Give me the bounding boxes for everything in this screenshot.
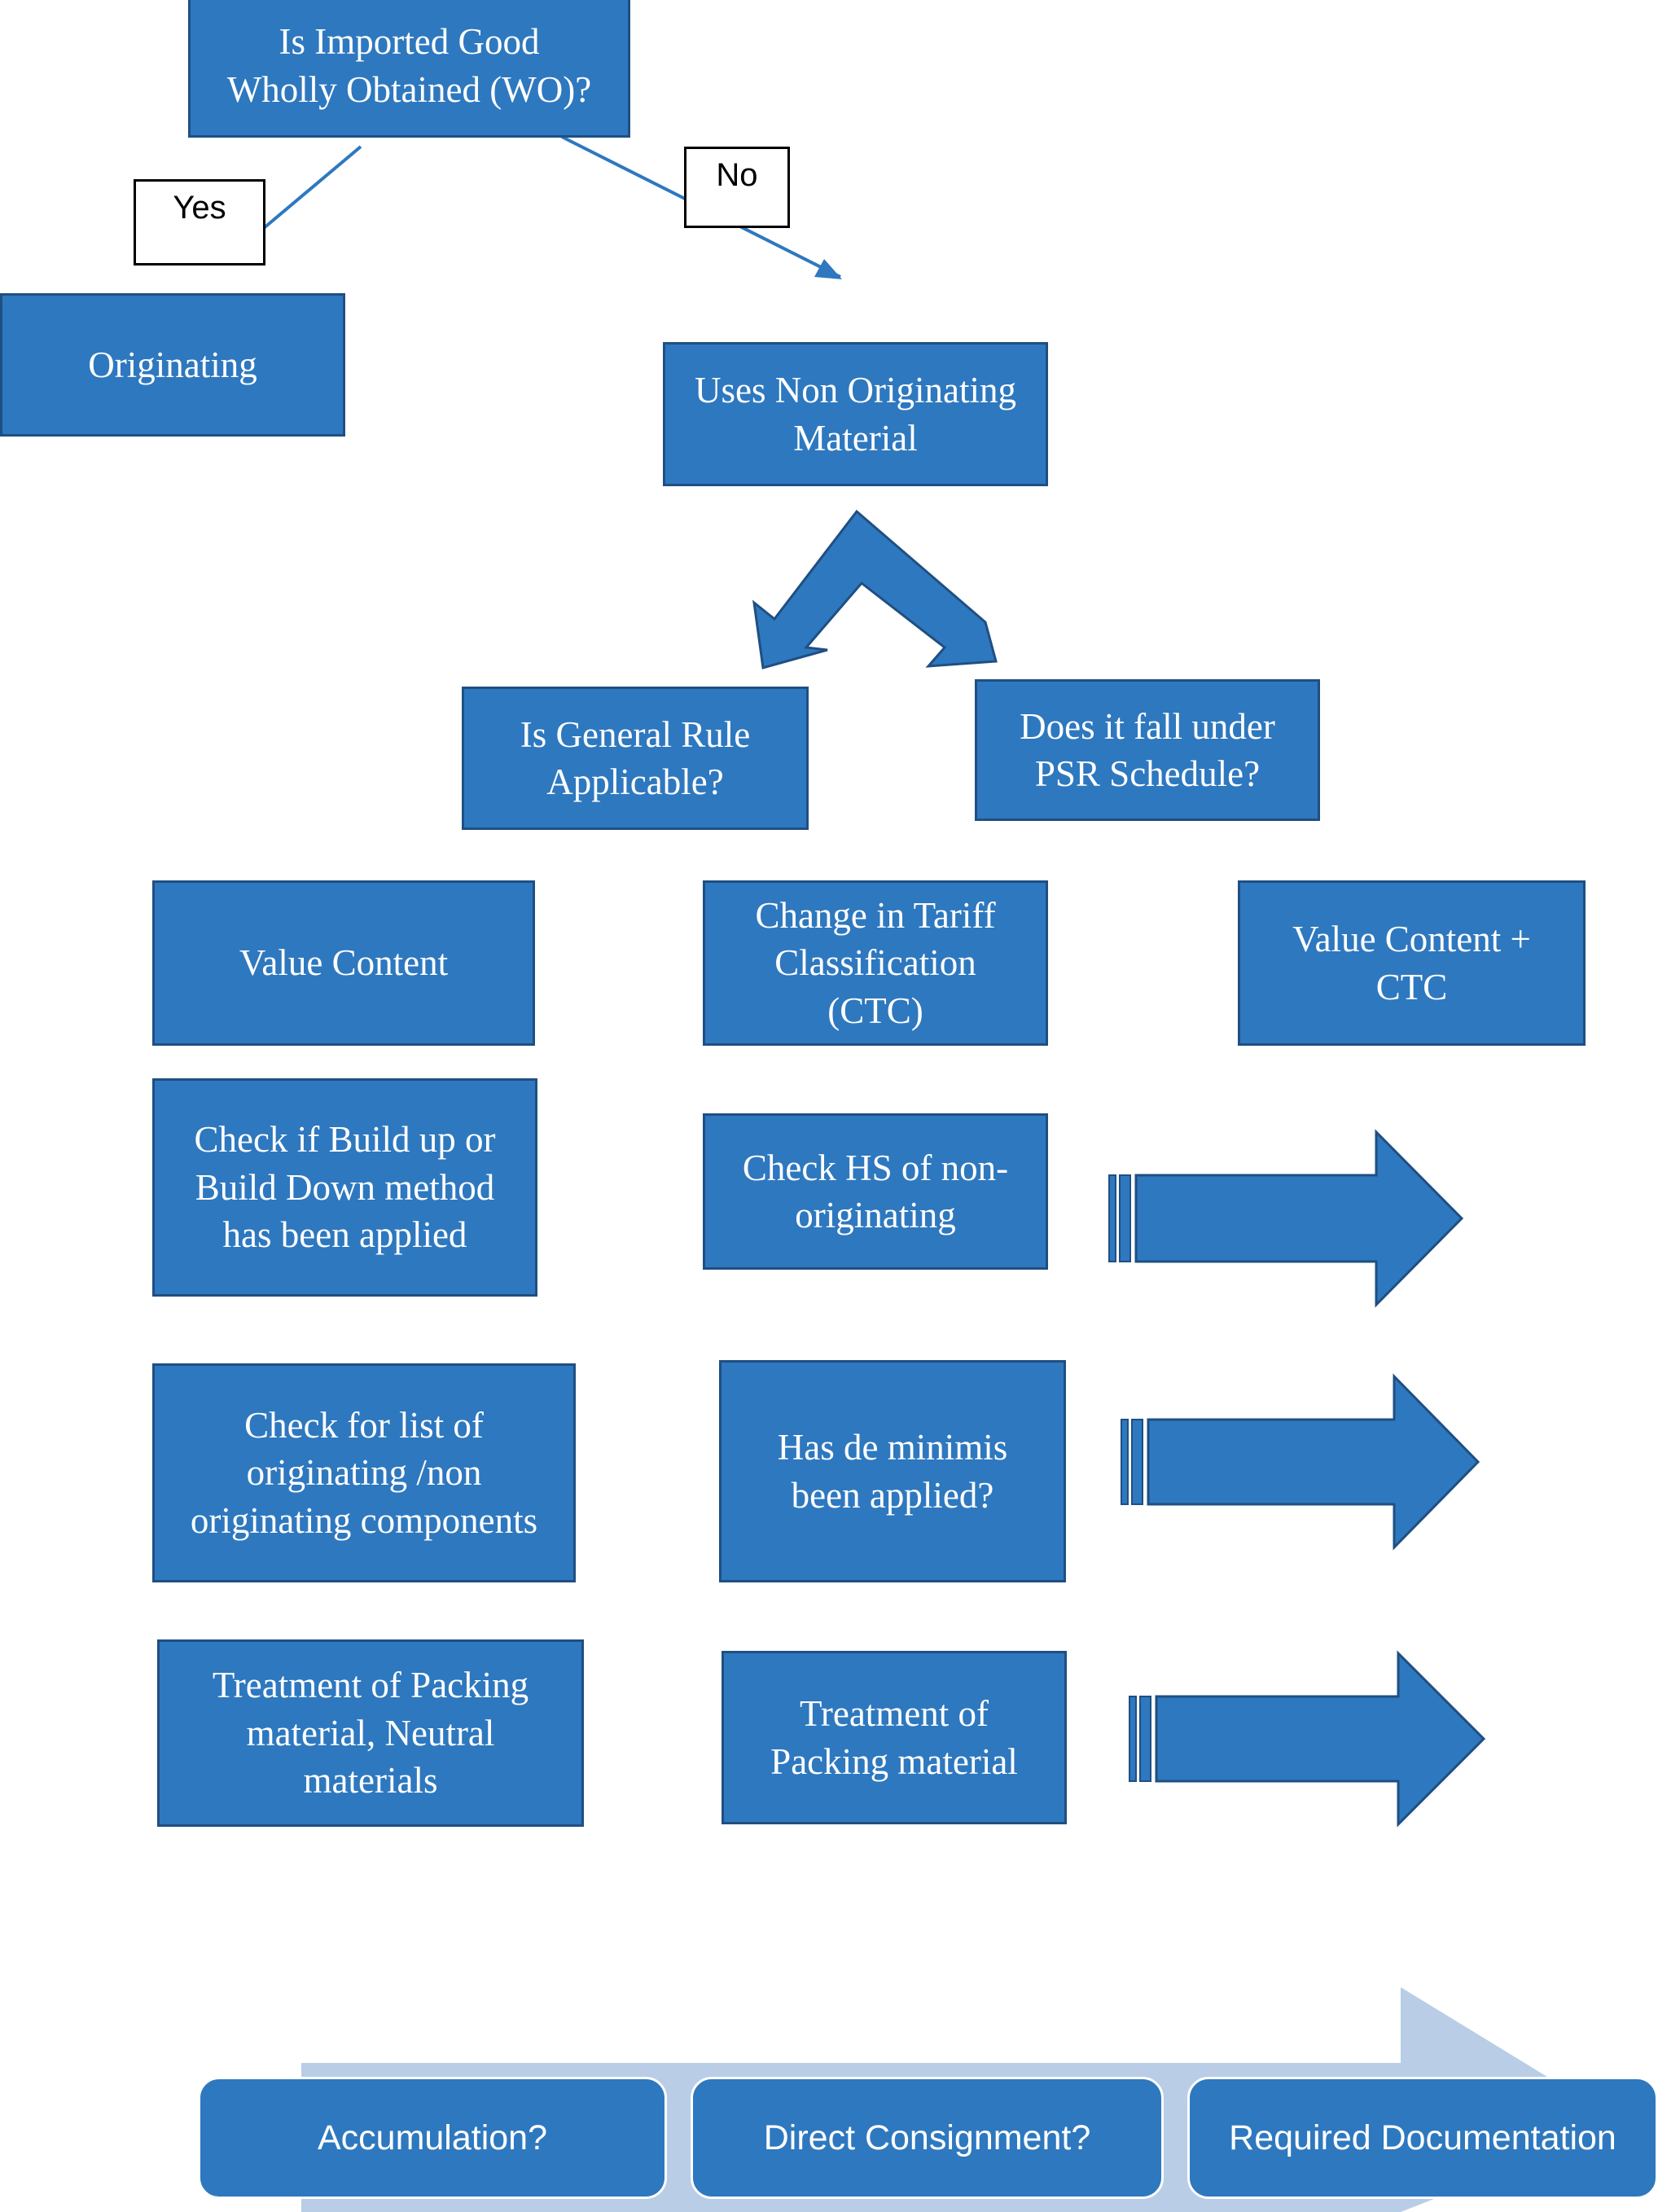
build-up-down-text: Check if Build up or Build Down method h… [194, 1119, 496, 1256]
uses-non-originating-text: Uses Non Originating Material [695, 370, 1016, 459]
block-arrow-1-icon [1108, 1129, 1464, 1308]
process-step-accumulation: Accumulation? [198, 2077, 667, 2199]
process-step-required-documentation: Required Documentation [1187, 2077, 1658, 2199]
block-arrow-3-icon [1129, 1650, 1486, 1828]
de-minimis-box: Has de minimis been applied? [719, 1360, 1066, 1582]
process-step-accumulation-text: Accumulation? [317, 2118, 548, 2157]
no-label: No [684, 147, 790, 228]
yes-label-text: Yes [173, 190, 226, 226]
process-step-direct-consignment: Direct Consignment? [691, 2077, 1164, 2199]
value-content-ctc-box: Value Content + CTC [1238, 880, 1586, 1046]
check-hs-box: Check HS of non- originating [703, 1113, 1048, 1270]
general-rule-text: Is General Rule Applicable? [520, 713, 751, 803]
no-label-text: No [716, 157, 758, 193]
originating-components-text: Check for list of originating /non origi… [190, 1404, 538, 1541]
no-connector-arrowhead-icon [814, 259, 842, 279]
packing-neutral-text: Treatment of Packing material, Neutral m… [212, 1665, 529, 1802]
originating-components-box: Check for list of originating /non origi… [152, 1363, 576, 1582]
value-content-text: Value Content [239, 942, 449, 984]
build-up-down-box: Check if Build up or Build Down method h… [152, 1078, 537, 1297]
wholly-obtained-box: Is Imported Good Wholly Obtained (WO)? [188, 0, 630, 138]
value-content-ctc-text: Value Content + CTC [1292, 919, 1531, 1007]
ctc-box: Change in Tariff Classification (CTC) [703, 880, 1048, 1046]
process-step-required-documentation-text: Required Documentation [1229, 2118, 1616, 2157]
packing-neutral-box: Treatment of Packing material, Neutral m… [157, 1639, 584, 1827]
ctc-text: Change in Tariff Classification (CTC) [755, 894, 996, 1031]
originating-text: Originating [88, 344, 257, 385]
process-step-direct-consignment-text: Direct Consignment? [763, 2118, 1091, 2157]
yes-label: Yes [134, 179, 265, 266]
value-content-box: Value Content [152, 880, 535, 1046]
split-arrow-icon [752, 509, 998, 669]
psr-schedule-text: Does it fall under PSR Schedule? [1020, 705, 1275, 795]
uses-non-originating-box: Uses Non Originating Material [663, 342, 1048, 486]
de-minimis-text: Has de minimis been applied? [777, 1427, 1008, 1516]
psr-schedule-box: Does it fall under PSR Schedule? [975, 679, 1320, 821]
packing-material-box: Treatment of Packing material [722, 1651, 1067, 1824]
wholly-obtained-text: Is Imported Good Wholly Obtained (WO)? [226, 21, 592, 110]
general-rule-box: Is General Rule Applicable? [462, 687, 809, 830]
check-hs-text: Check HS of non- originating [742, 1147, 1009, 1236]
yes-connector [262, 145, 362, 230]
packing-material-text: Treatment of Packing material [770, 1693, 1018, 1782]
originating-box: Originating [0, 293, 345, 437]
block-arrow-2-icon [1121, 1373, 1480, 1551]
